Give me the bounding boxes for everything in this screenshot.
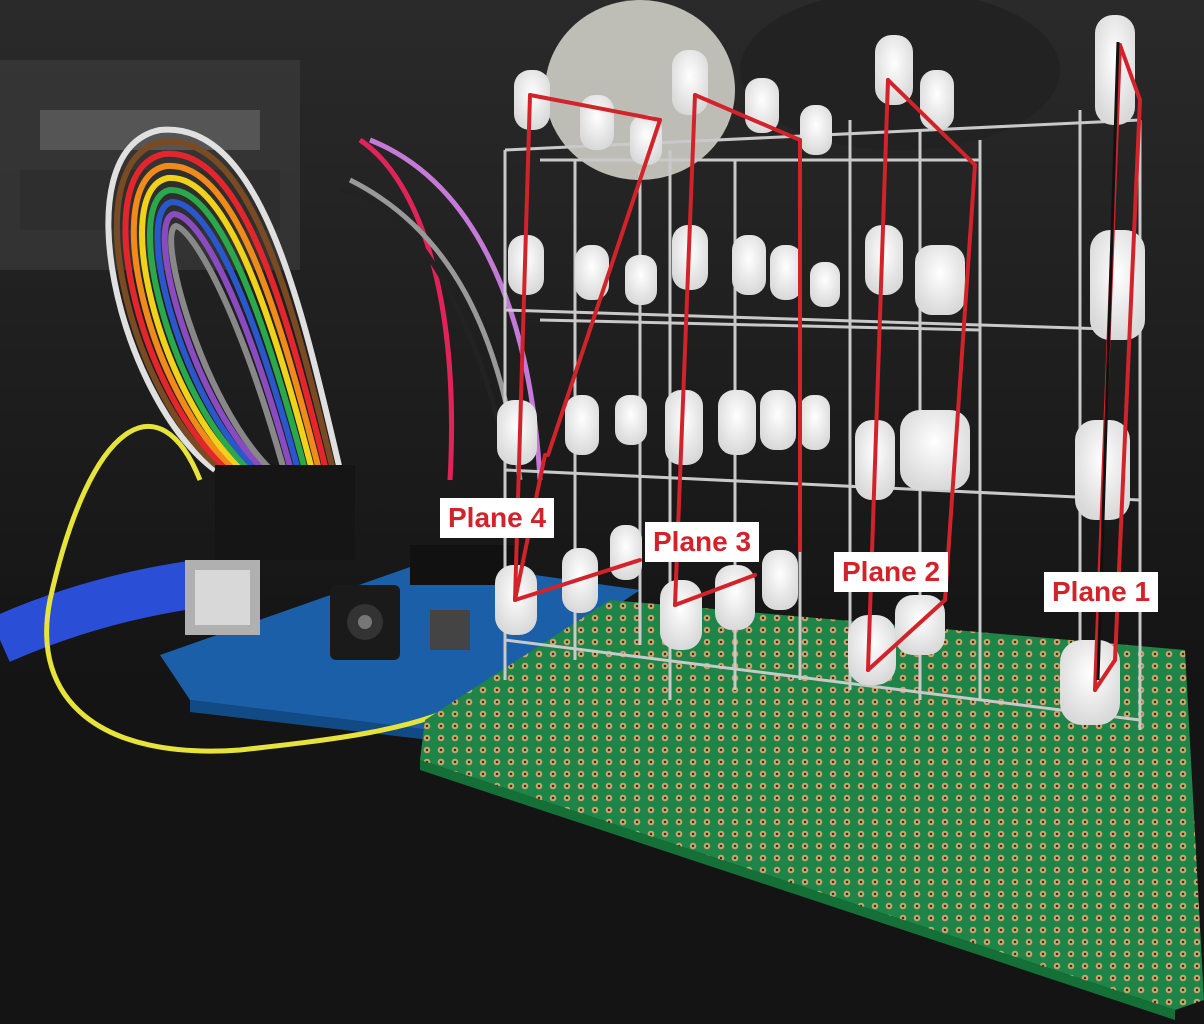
header-pins bbox=[215, 465, 355, 560]
plane-1-label: Plane 1 bbox=[1044, 572, 1159, 612]
plane-3-outline bbox=[673, 93, 802, 607]
plane-3-label: Plane 3 bbox=[645, 522, 760, 562]
plane-2-label: Plane 2 bbox=[834, 552, 949, 592]
usb-cable bbox=[0, 560, 260, 662]
plane-4-label: Plane 4 bbox=[440, 498, 555, 538]
ribbon-cable bbox=[105, 126, 343, 473]
